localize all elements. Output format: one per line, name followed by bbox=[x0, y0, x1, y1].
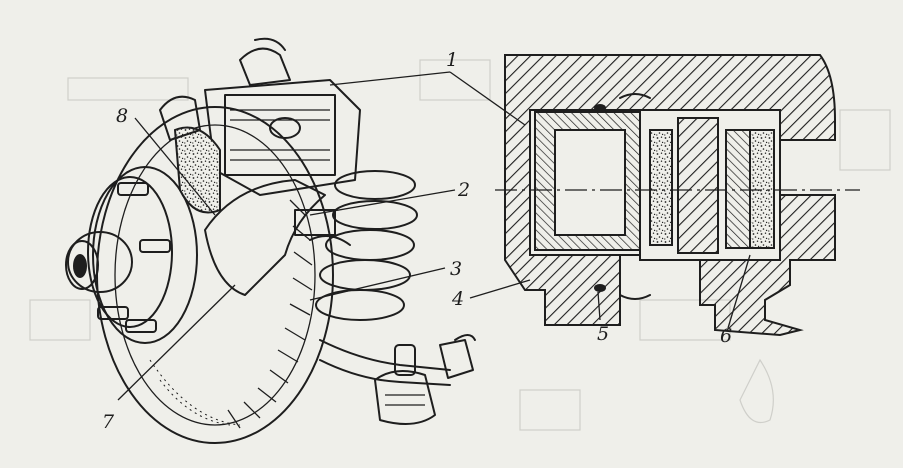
disc-section bbox=[677, 117, 719, 254]
inner-pad-lining bbox=[649, 129, 673, 246]
caliper-bracket bbox=[204, 179, 351, 296]
callout-label-7: 7 bbox=[102, 411, 115, 433]
callout-label-4: 4 bbox=[451, 288, 464, 310]
brake-assembly-illustration bbox=[65, 37, 476, 444]
caliper-body bbox=[159, 37, 361, 214]
bleed-through-text bbox=[0, 0, 903, 40]
piston-seal bbox=[594, 93, 651, 300]
callout-label-8: 8 bbox=[116, 105, 128, 127]
caliper-section-view bbox=[495, 54, 860, 337]
coil-spring bbox=[315, 170, 418, 321]
callout-label-2: 2 bbox=[457, 179, 470, 201]
leader-lines bbox=[117, 71, 751, 401]
callout-labels: 1 2 3 4 5 6 7 8 bbox=[102, 49, 732, 433]
wheel-hub bbox=[65, 166, 198, 344]
callout-label-3: 3 bbox=[450, 258, 462, 280]
bleed-through-shapes bbox=[29, 59, 891, 431]
callout-label-6: 6 bbox=[720, 325, 732, 347]
callout-label-1: 1 bbox=[446, 49, 458, 71]
outer-pad-lining bbox=[749, 129, 775, 249]
tie-rod bbox=[319, 334, 476, 425]
callout-label-5: 5 bbox=[597, 323, 609, 345]
wheel-studs bbox=[97, 182, 171, 333]
